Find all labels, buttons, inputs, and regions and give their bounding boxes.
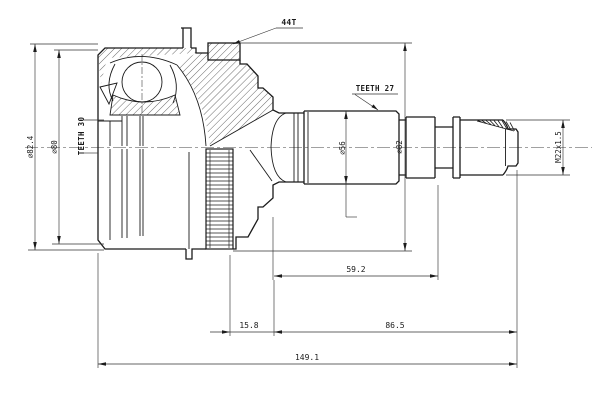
- dimension-arrowheads: [33, 40, 565, 366]
- dimension-lines: [28, 27, 570, 368]
- spline-length-dim: 59.2: [346, 265, 365, 274]
- overall-length-dim: 149.1: [295, 353, 319, 362]
- callout-labels: 44T TEETH 27 TEETH 30 ⌀82.4 ⌀80 ⌀56 ⌀82 …: [26, 18, 563, 163]
- housing-od-label: ⌀82.4: [26, 135, 35, 158]
- body-od-label: ⌀80: [50, 140, 59, 154]
- thread-runout-hatch: [476, 120, 515, 132]
- abs-ring-od-label: ⌀82: [395, 140, 404, 154]
- hub-spline-label: TEETH 30: [77, 117, 86, 156]
- abs-ring-section: [207, 42, 241, 61]
- abs-ring-teeth-band: [205, 148, 234, 250]
- bearing-internals: [98, 56, 287, 249]
- shaft-details: [293, 112, 506, 183]
- ring-to-face-dim: 15.8: [239, 321, 258, 330]
- housing-outline: [97, 27, 304, 260]
- ball-bearing: [121, 61, 163, 103]
- section-hatching: [98, 48, 273, 146]
- thread-spec-label: M22x1.5: [554, 131, 563, 163]
- boot-seat-od-label: ⌀56: [338, 141, 347, 155]
- abs-ring-teeth-label: 44T: [281, 18, 296, 27]
- dimension-value-labels: 59.2 15.8 86.5 149.1: [239, 265, 404, 362]
- shaft-spline-label: TEETH 27: [356, 84, 395, 93]
- shaft-length-dim: 86.5: [385, 321, 404, 330]
